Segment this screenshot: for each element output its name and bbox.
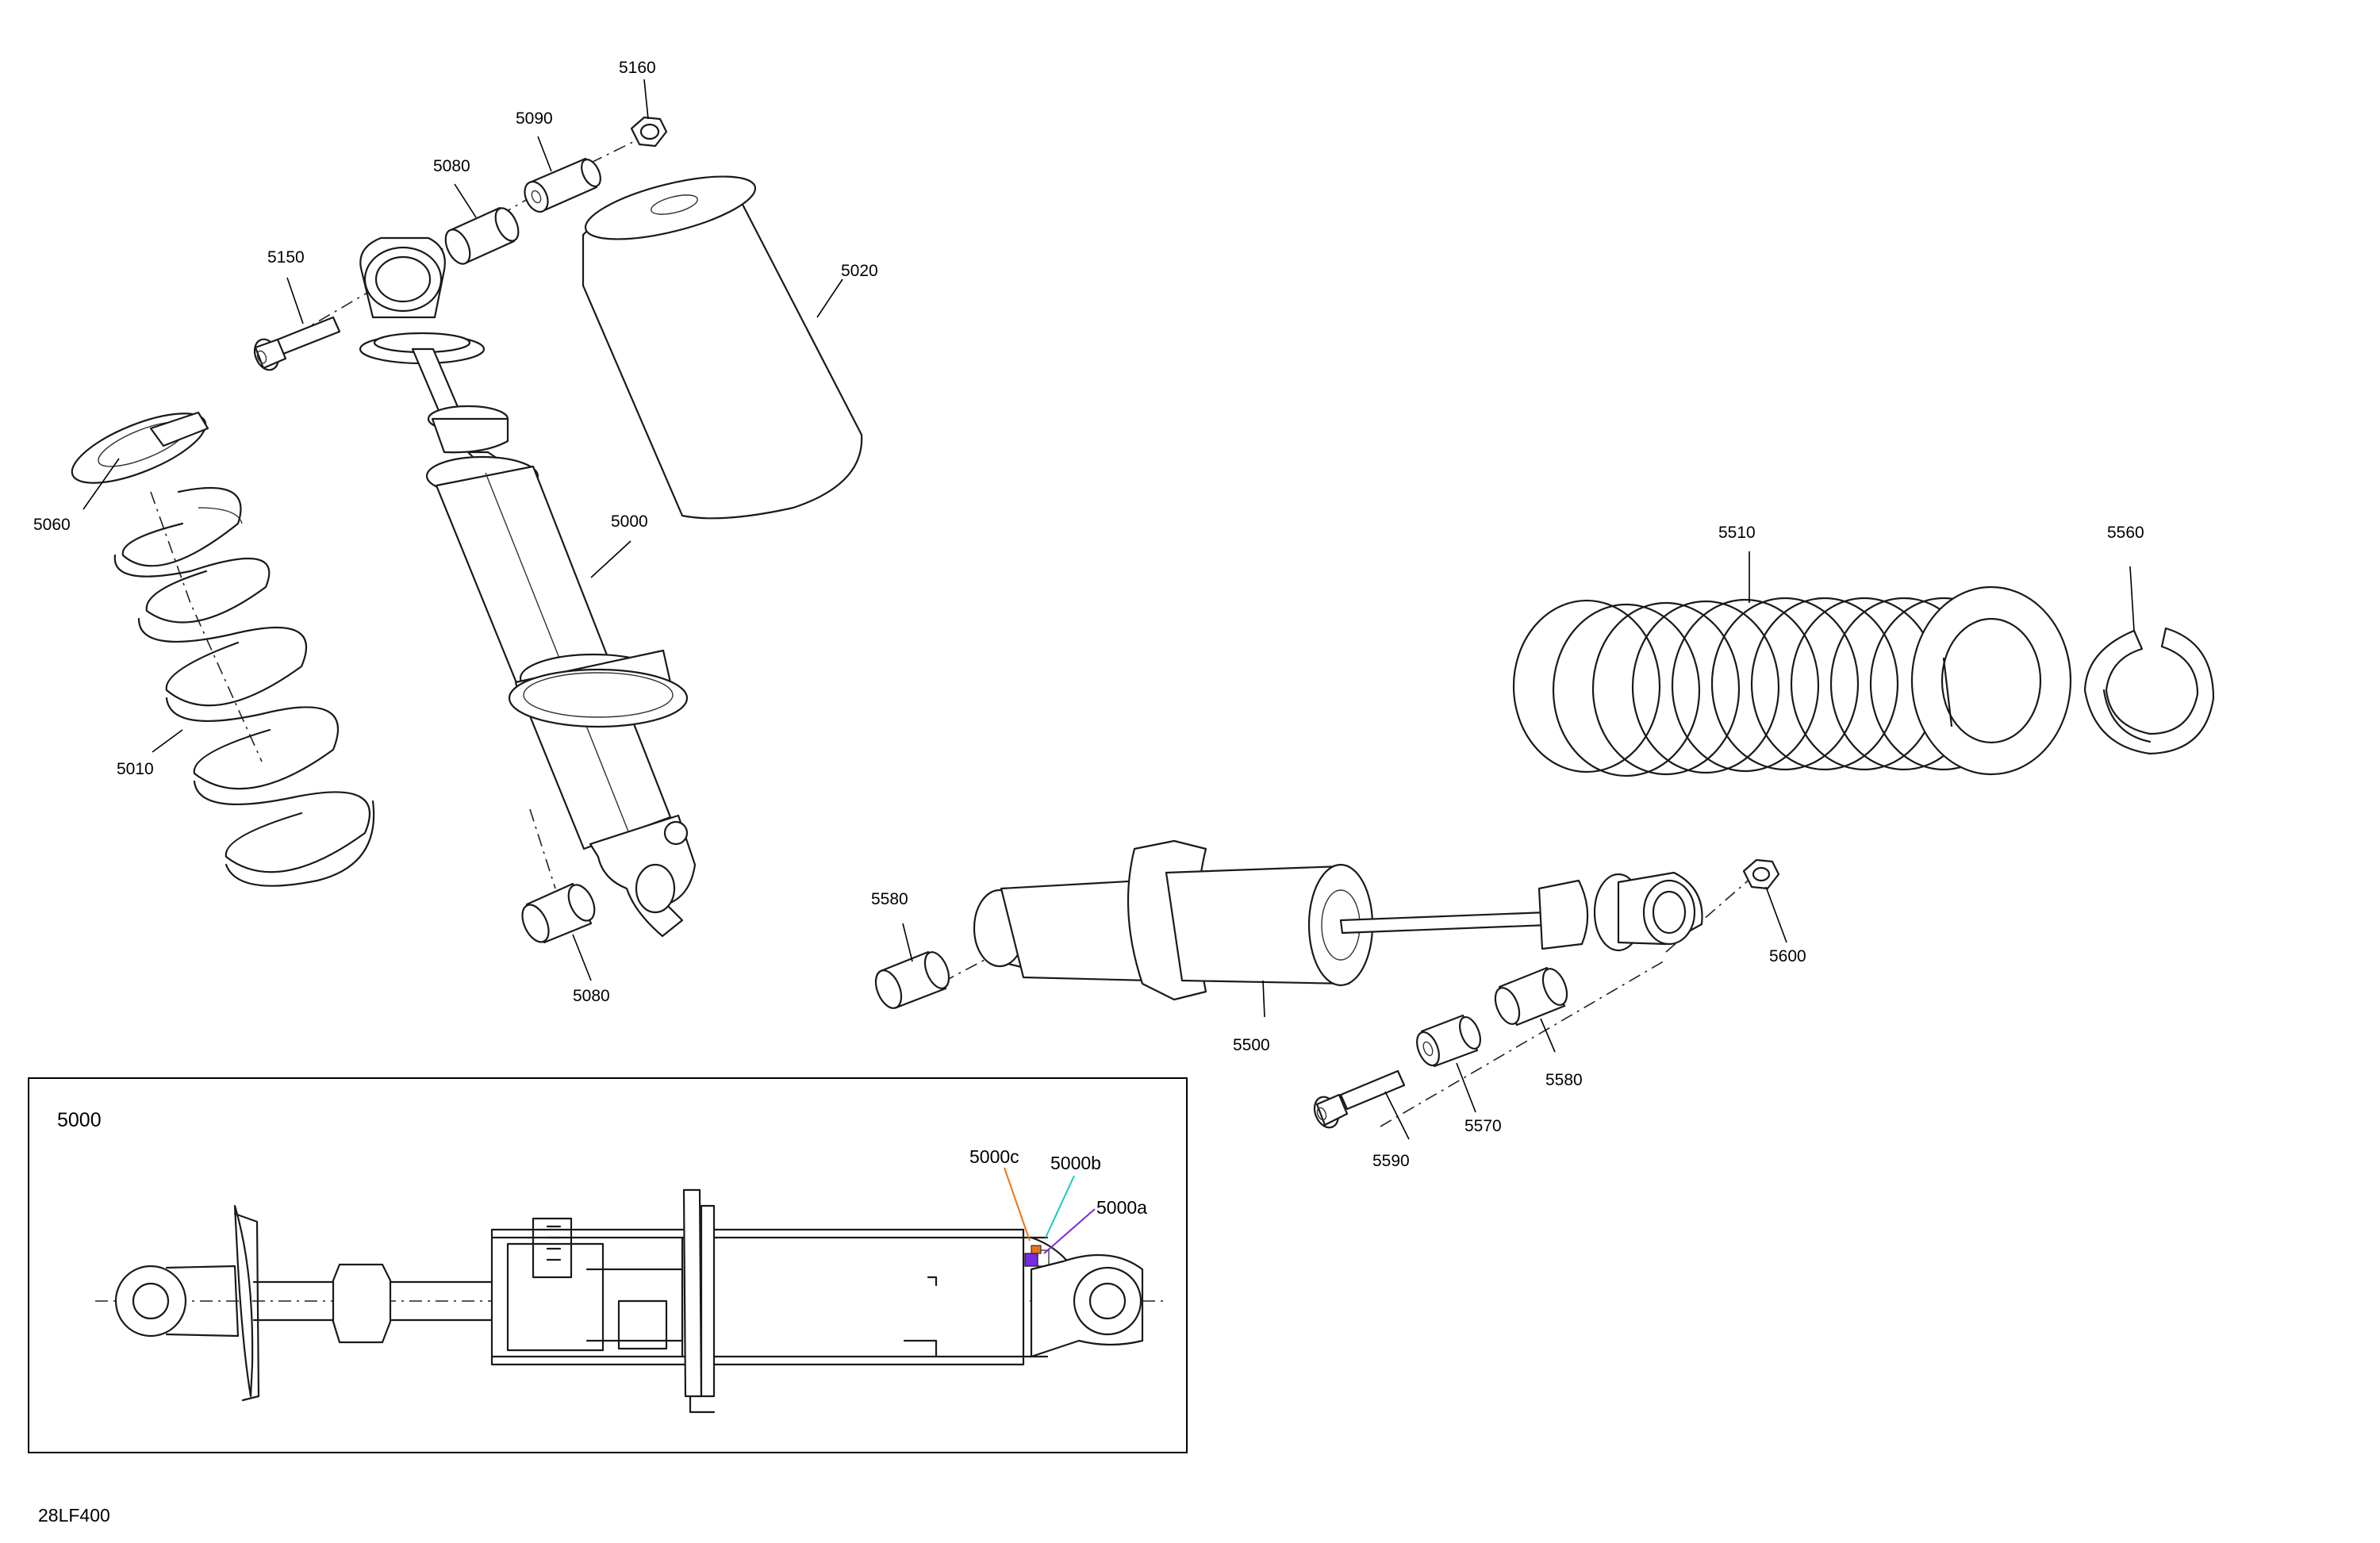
label-5000: 5000 <box>611 512 648 531</box>
retainer-clip-5560 <box>2083 627 2215 755</box>
inset-section-view: 5000 <box>28 1077 1188 1453</box>
leader-lines <box>83 79 2135 1140</box>
spring-5010 <box>113 486 375 887</box>
label-5500: 5500 <box>1233 1036 1270 1054</box>
label-5590: 5590 <box>1372 1152 1410 1170</box>
label-5570: 5570 <box>1464 1117 1502 1135</box>
front-shock-assembly <box>71 116 863 944</box>
shock-top-eyelet <box>359 236 509 462</box>
label-5010: 5010 <box>117 760 154 778</box>
spring-retainer-5060 <box>71 411 209 484</box>
label-5580-left: 5580 <box>871 890 908 908</box>
callout-5000c: 5000c <box>969 1146 1019 1167</box>
nut-5160 <box>630 116 668 148</box>
label-5600: 5600 <box>1769 947 1806 965</box>
diagram-id: 28LF400 <box>38 1505 110 1526</box>
label-5510: 5510 <box>1718 524 1756 542</box>
inset-frame <box>28 1077 1188 1453</box>
callout-5000b: 5000b <box>1050 1153 1101 1173</box>
bushing-5080-top <box>444 206 520 265</box>
label-5580-right: 5580 <box>1545 1071 1583 1089</box>
bushing-5580-left <box>874 950 950 1009</box>
label-5060: 5060 <box>33 516 71 534</box>
rear-shock-assembly <box>874 585 2215 1129</box>
spacer-5090 <box>524 157 601 213</box>
label-5560: 5560 <box>2107 524 2144 542</box>
bolt-5590 <box>1313 1069 1406 1129</box>
shock-body-5500 <box>973 839 1703 1001</box>
callout-5000a: 5000a <box>1096 1197 1147 1218</box>
part-labels: 5160 5090 5080 5150 5020 5060 5000 5010 … <box>33 59 2144 1170</box>
bushing-5080-bottom <box>521 882 596 944</box>
label-5160: 5160 <box>619 59 656 77</box>
sleeve-5020 <box>582 175 863 520</box>
bolt-5150 <box>253 316 341 371</box>
bushing-5580-right <box>1494 966 1568 1027</box>
spring-5510 <box>1512 585 2072 777</box>
label-5150: 5150 <box>267 248 305 267</box>
label-5080-bottom: 5080 <box>573 987 610 1005</box>
inset-title: 5000 <box>57 1109 102 1131</box>
shock-body-5000 <box>425 455 697 938</box>
spacer-5570 <box>1416 1014 1481 1068</box>
nut-5600 <box>1742 858 1780 890</box>
label-5080-top: 5080 <box>433 157 470 175</box>
label-5090: 5090 <box>516 109 553 128</box>
label-5020: 5020 <box>841 262 878 280</box>
